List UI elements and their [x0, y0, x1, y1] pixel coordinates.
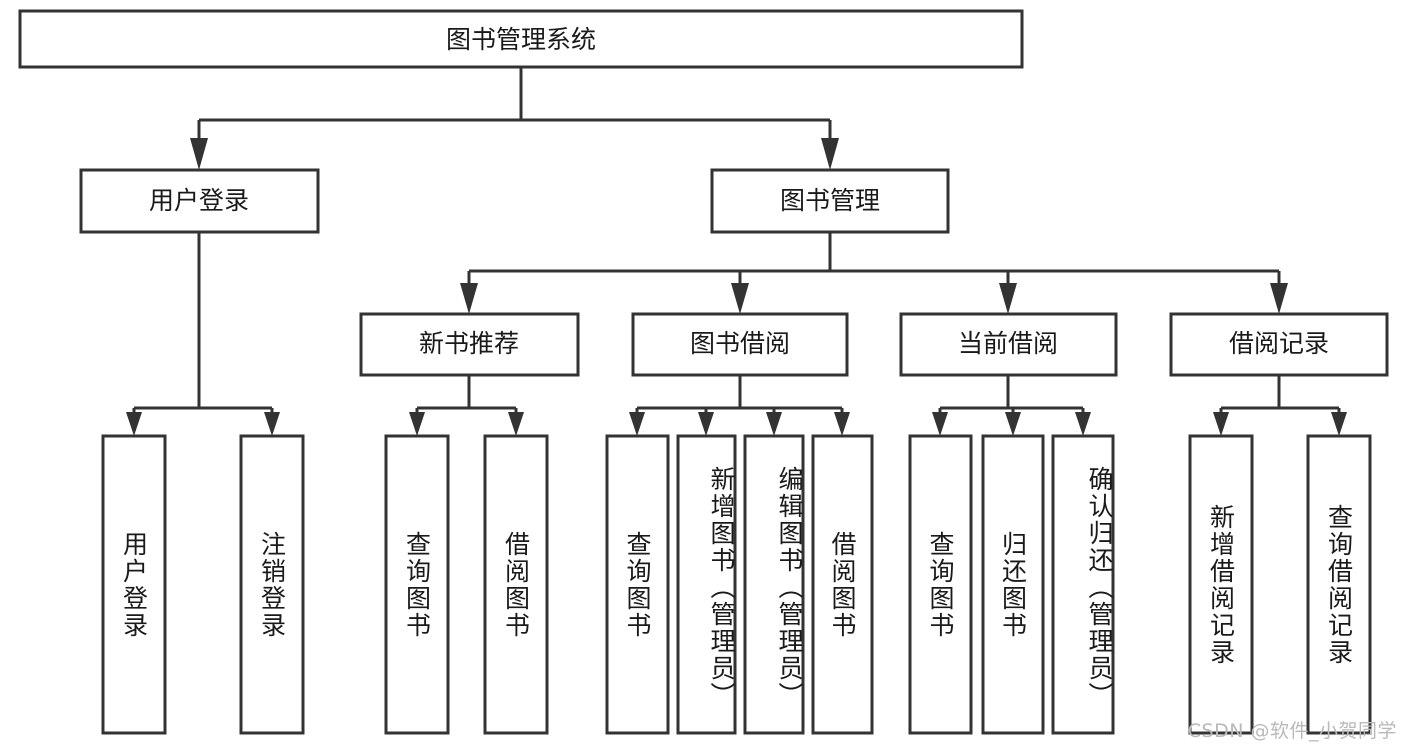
node-leaf-confirm-return-admin-box[interactable] — [1051, 434, 1115, 735]
arrow-head-leaf-user-login — [126, 412, 142, 436]
arrow-head-leaf-return-book — [1005, 412, 1021, 436]
node-borrow-record-label: 借阅记录 — [1229, 329, 1329, 358]
arrow-head-current-borrow — [999, 283, 1017, 314]
node-user-login-box[interactable] — [79, 168, 320, 234]
node-leaf-user-login-box[interactable] — [101, 434, 167, 735]
node-leaf-borrow-book-recommend-box[interactable] — [483, 434, 549, 735]
arrow-head-new-book-recommend — [460, 283, 478, 314]
node-layer: 图书管理系统 用户登录 图书管理 新书推荐 图书借阅 当前借阅 借阅记录 — [18, 9, 1389, 735]
node-leaf-query-borrow-record-box[interactable] — [1306, 434, 1372, 735]
node-leaf-user-logout-box[interactable] — [239, 434, 305, 735]
csdn-watermark: CSDN @软件_小贺同学 — [1187, 720, 1397, 742]
arrow-head-book-borrow — [731, 283, 749, 314]
arrow-head-leaf-user-logout — [264, 412, 280, 436]
arrow-head-leaf-query-borrow-record — [1331, 412, 1347, 436]
arrow-head-book-management — [821, 138, 839, 170]
node-book-management-label: 图书管理 — [780, 186, 880, 215]
arrow-head-leaf-query-book-recommend — [409, 412, 425, 436]
node-new-book-recommend-label: 新书推荐 — [419, 329, 519, 358]
arrow-head-user-login — [190, 138, 208, 170]
arrow-head-leaf-borrow-book — [834, 412, 850, 436]
node-current-borrow-label: 当前借阅 — [958, 329, 1058, 358]
arrow-head-leaf-query-book-current — [932, 412, 948, 436]
node-leaf-edit-book-admin-box[interactable] — [743, 434, 805, 735]
node-borrow-record-box[interactable] — [1169, 312, 1389, 377]
arrow-head-leaf-add-book-admin — [698, 412, 714, 436]
node-leaf-query-book-current-box[interactable] — [908, 434, 973, 735]
node-leaf-query-book-recommend-box[interactable] — [384, 434, 450, 735]
arrow-head-leaf-edit-book-admin — [766, 412, 782, 436]
arrow-head-leaf-query-book-borrow — [629, 412, 645, 436]
node-book-borrow-box[interactable] — [631, 312, 849, 377]
node-leaf-add-borrow-record-box[interactable] — [1188, 434, 1254, 735]
arrow-head-leaf-confirm-return-admin — [1075, 412, 1091, 436]
node-root-label: 图书管理系统 — [446, 25, 596, 54]
connector-layer — [126, 67, 1347, 436]
node-leaf-return-book-box[interactable] — [981, 434, 1045, 735]
node-book-management-box[interactable] — [710, 168, 950, 234]
node-leaf-borrow-book-box[interactable] — [811, 434, 874, 735]
node-leaf-add-book-admin-box[interactable] — [676, 434, 737, 735]
arrow-head-leaf-borrow-book-recommend — [508, 412, 524, 436]
node-leaf-query-book-borrow-box[interactable] — [605, 434, 670, 735]
node-current-borrow-box[interactable] — [899, 312, 1118, 377]
node-root-box[interactable] — [18, 9, 1024, 69]
node-new-book-recommend-box[interactable] — [359, 312, 580, 377]
node-book-borrow-label: 图书借阅 — [690, 329, 790, 358]
node-user-login-label: 用户登录 — [149, 186, 249, 215]
arrow-head-borrow-record — [1270, 283, 1288, 314]
arrow-head-leaf-add-borrow-record — [1213, 412, 1229, 436]
